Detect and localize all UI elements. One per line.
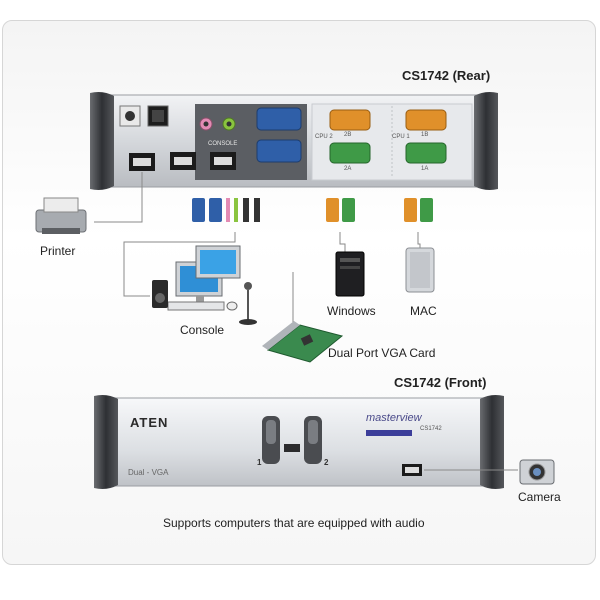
usb-plug-icon	[243, 198, 249, 222]
audio-plug-icon	[226, 198, 230, 222]
console-icon	[152, 245, 257, 325]
cpu2-label: CPU 2	[315, 134, 333, 140]
console-port-label: CONSOLE	[208, 141, 238, 147]
cpu1-label: CPU 1	[392, 134, 410, 140]
vga-plug-icon	[209, 198, 222, 222]
front-right-end-cap	[480, 395, 504, 489]
windows-label: Windows	[327, 304, 376, 318]
port-2b-icon	[329, 109, 371, 131]
button-1-label: 1	[257, 458, 262, 467]
vga-plug-icon	[192, 198, 205, 222]
front-subtitle: Dual - VGA	[128, 468, 169, 477]
port-2a-icon	[329, 142, 371, 164]
button-2-label: 2	[324, 458, 329, 467]
kvm-badge	[366, 430, 412, 436]
vga-card-label: Dual Port VGA Card	[328, 346, 436, 360]
mouse-icon	[226, 301, 238, 311]
port-1b-label: 1B	[421, 132, 429, 138]
printer-label: Printer	[40, 244, 76, 258]
rear-right-end-cap	[474, 92, 498, 190]
console-label: Console	[180, 323, 225, 337]
port-2b-label: 2B	[344, 132, 352, 138]
windows-connectors	[326, 198, 355, 222]
audio-plug-icon	[234, 198, 238, 222]
front-left-end-cap	[94, 395, 118, 489]
model-label: CS1742	[420, 426, 442, 432]
port-1a-icon	[405, 142, 447, 164]
mac-connectors	[404, 198, 433, 222]
front-unit	[94, 395, 518, 489]
rear-left-end-cap	[90, 92, 114, 190]
brand-logo: ATEN	[130, 415, 169, 430]
link-indicator	[284, 444, 300, 452]
usb-plug-icon	[254, 198, 260, 222]
windows-cable	[339, 232, 346, 258]
console-cable	[123, 232, 236, 297]
serial-plug-icon	[326, 198, 339, 222]
serial-plug-icon	[420, 198, 433, 222]
mac-label: MAC	[410, 304, 437, 318]
windows-pc-icon	[335, 251, 365, 297]
serial-plug-icon	[342, 198, 355, 222]
camera-icon	[519, 459, 555, 485]
printer-icon	[35, 197, 87, 234]
console-vga-bottom-port-icon	[256, 139, 302, 163]
printer-cable	[94, 172, 143, 223]
port-1a-label: 1A	[421, 166, 429, 172]
front-title: CS1742 (Front)	[394, 375, 487, 390]
mac-pc-icon	[405, 247, 435, 293]
keyboard-icon	[167, 301, 225, 311]
diagram-caption: Supports computers that are equipped wit…	[163, 516, 425, 530]
rear-unit	[90, 92, 498, 190]
camera-label: Camera	[518, 490, 561, 504]
port-1b-icon	[405, 109, 447, 131]
serial-plug-icon	[404, 198, 417, 222]
product-line-label: masterview	[366, 412, 422, 424]
console-vga-top-port-icon	[256, 107, 302, 131]
port-2a-label: 2A	[344, 166, 352, 172]
console-connectors	[192, 198, 260, 222]
rear-title: CS1742 (Rear)	[402, 68, 491, 83]
vga-card-icon	[262, 321, 344, 363]
